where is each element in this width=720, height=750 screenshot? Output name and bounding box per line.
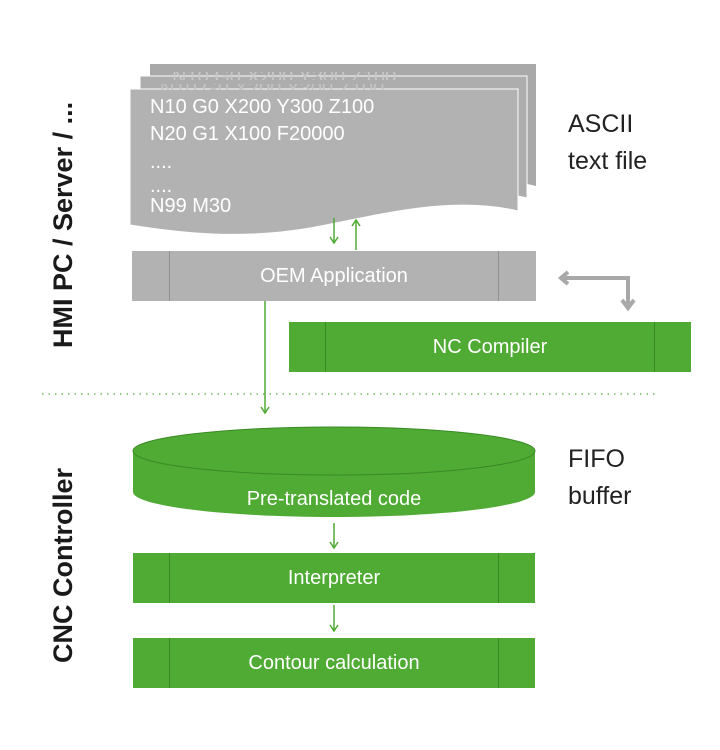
block-divider: [169, 251, 170, 301]
block-divider: [498, 638, 499, 688]
file-line: ....: [150, 151, 173, 173]
arrow-interpreter-to-contour: [329, 605, 339, 633]
arrow-buffer-to-interpreter: [329, 523, 339, 550]
fifo-buffer-label: FIFO buffer: [568, 441, 631, 515]
file-line: ....: [150, 175, 173, 197]
interpreter-block[interactable]: Interpreter: [133, 553, 535, 603]
pre-translated-code-block[interactable]: Pre-translated code: [133, 484, 535, 514]
arrow-file-to-oem: [329, 218, 339, 245]
arrow-oem-compiler: [557, 270, 636, 312]
nc-compiler-block[interactable]: NC Compiler: [289, 322, 691, 372]
ascii-file-label: ASCII text file: [568, 106, 647, 180]
block-divider: [325, 322, 326, 372]
file-line: N99 M30: [150, 195, 232, 217]
section-label-hmi: HMI PC / Server / ...: [48, 101, 78, 348]
block-divider: [498, 553, 499, 603]
arrow-oem-to-file: [351, 218, 361, 250]
contour-calculation-label: Contour calculation: [248, 651, 420, 674]
fifo-buffer-cylinder: [132, 426, 536, 517]
block-divider: [498, 251, 499, 301]
interpreter-label: Interpreter: [287, 566, 381, 589]
ascii-label-line1: ASCII: [568, 110, 634, 138]
pre-translated-code-label: Pre-translated code: [246, 487, 422, 510]
file-line: N20 G1 X100 F20000: [150, 123, 345, 145]
nc-compiler-label: NC Compiler: [432, 335, 548, 358]
arrow-oem-to-buffer: [260, 301, 270, 415]
ascii-label-line2: text file: [568, 147, 648, 175]
file-back-text: N10 G0 X200 Y300 Z100: [172, 66, 397, 80]
block-divider: [169, 553, 170, 603]
contour-calculation-block[interactable]: Contour calculation: [133, 638, 535, 688]
file-back-text-2: N10 G0 X200 Y300 Z100: [160, 78, 385, 90]
oem-application-label: OEM Application: [260, 264, 408, 287]
file-page-front: [129, 88, 519, 235]
file-line: N10 G0 X200 Y300 Z100: [150, 96, 375, 118]
block-divider: [654, 322, 655, 372]
block-divider: [169, 638, 170, 688]
fifo-label-line1: FIFO: [568, 445, 625, 473]
section-label-cnc: CNC Controller: [48, 468, 78, 663]
fifo-label-line2: buffer: [568, 482, 632, 510]
oem-application-block[interactable]: OEM Application: [132, 251, 536, 301]
